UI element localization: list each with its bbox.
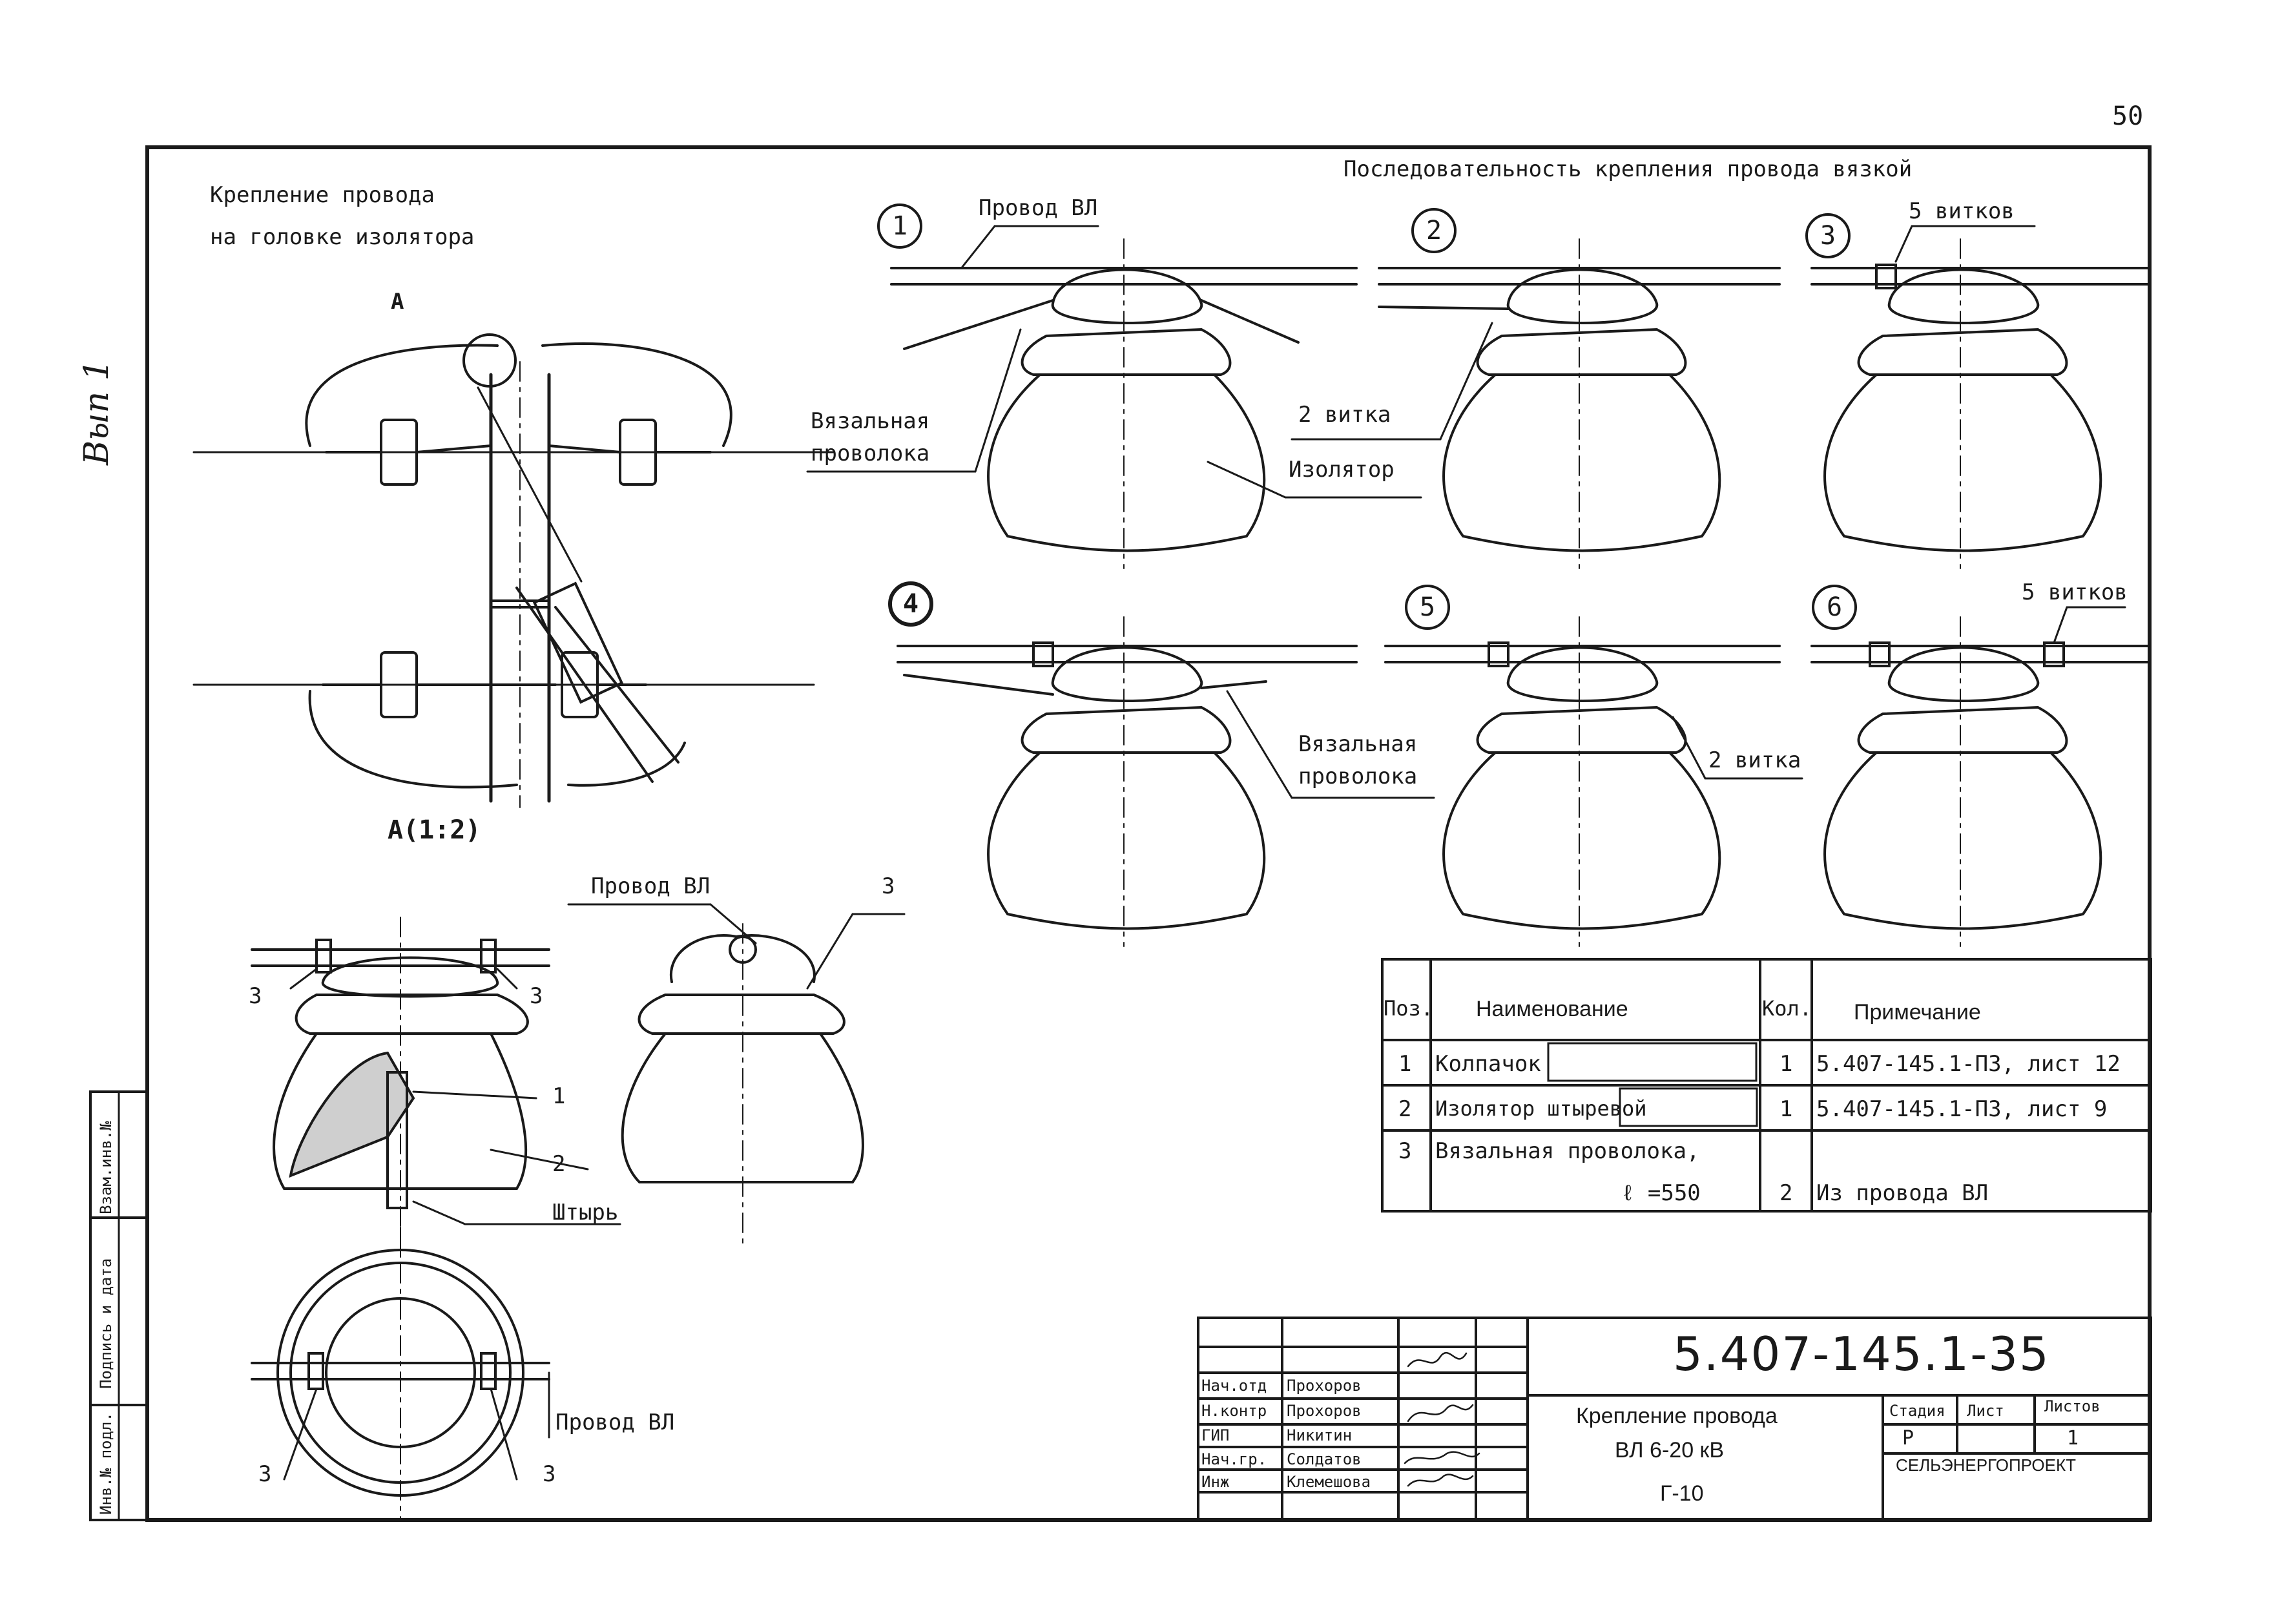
callout-pin: Штырь <box>552 1200 619 1225</box>
callout-binding-wire-1a: Вязальная <box>811 408 930 434</box>
name-4: Солдатов <box>1287 1450 1362 1468</box>
doc-code: 5.407-145.1-35 <box>1673 1327 2050 1381</box>
sheet-header: Лист <box>1967 1402 2004 1420</box>
spec-row3-pos: 3 <box>1398 1138 1412 1164</box>
callout-binding-wire-4a: Вязальная <box>1298 731 1418 757</box>
callout-pos3-side: 3 <box>882 873 895 899</box>
callout-pos1: 1 <box>552 1083 566 1109</box>
step-badge-4: 4 <box>888 581 933 627</box>
callout-wire-step1: Провод ВЛ <box>979 195 1098 221</box>
side-field-signature: Подпись и дата <box>97 1258 115 1389</box>
callout-wire-top: Провод ВЛ <box>555 1410 675 1435</box>
title-block-grid <box>1197 1317 2152 1521</box>
organization: СЕЛЬЭНЕРГОПРОЕКТ <box>1896 1455 2076 1475</box>
name-2: Прохоров <box>1287 1402 1362 1420</box>
callout-binding-wire-4b: проволока <box>1298 764 1418 789</box>
spec-header-qty: Кол. <box>1762 996 1812 1021</box>
stage-header: Стадия <box>1889 1402 1945 1420</box>
spec-row3-qty: 2 <box>1779 1180 1793 1206</box>
step-badge-2: 2 <box>1411 208 1457 253</box>
spec-row3-name-length: ℓ =550 <box>1621 1180 1701 1206</box>
doc-title-line2: ВЛ 6-20 кВ <box>1615 1438 1725 1463</box>
pole-overview-figure <box>192 333 835 808</box>
role-4: Нач.гр. <box>1201 1450 1267 1468</box>
callout-pos3-detail-left: 3 <box>249 983 262 1009</box>
callout-turns-5-step3: 5 витков <box>1909 198 2015 224</box>
side-field-replace: Взам.инв.№ <box>97 1121 115 1215</box>
sheet-frame <box>145 145 2152 1522</box>
spec-header-name: Наименование <box>1476 997 1628 1021</box>
sheets-value: 1 <box>2067 1427 2079 1450</box>
step-badge-3: 3 <box>1805 213 1851 258</box>
callout-binding-wire-1b: проволока <box>811 441 930 466</box>
spec-row1-pos: 1 <box>1398 1051 1412 1077</box>
spec-row3-name: Вязальная проволока, <box>1435 1138 1700 1164</box>
role-2: Н.контр <box>1201 1402 1267 1420</box>
name-1: Прохоров <box>1287 1377 1362 1395</box>
leader-lines <box>806 225 2126 799</box>
left-title-line1: Крепление провода <box>210 182 435 208</box>
spec-row1-note: 5.407-145.1-ПЗ, лист 12 <box>1816 1051 2121 1077</box>
step-badge-1: 1 <box>877 203 922 249</box>
callout-turns-2-step2: 2 витка <box>1298 402 1391 428</box>
spec-row3-note: Из провода ВЛ <box>1816 1180 1989 1206</box>
callout-turns-5-step6: 5 витков <box>2022 579 2128 605</box>
role-1: Нач.отд <box>1201 1377 1267 1395</box>
sequence-title: Последовательность крепления провода вяз… <box>1343 156 1913 182</box>
callout-pos3-top-left: 3 <box>258 1461 272 1487</box>
view-label-a: А <box>391 289 404 315</box>
name-3: Никитин <box>1287 1426 1353 1444</box>
callout-turns-2-step5: 2 витка <box>1708 747 1801 773</box>
doc-drawing-code: Г-10 <box>1660 1481 1704 1506</box>
side-field-inv: Инв.№ подл. <box>97 1412 115 1515</box>
step-insulators <box>890 238 2149 947</box>
callout-wire-detail: Провод ВЛ <box>591 873 711 899</box>
callout-insulator: Изолятор <box>1289 457 1395 483</box>
spec-table-grid <box>1381 958 2152 1213</box>
name-5: Клемешова <box>1287 1473 1371 1491</box>
role-5: Инж <box>1201 1473 1230 1491</box>
detail-a-figure <box>251 917 621 1254</box>
role-3: ГИП <box>1201 1426 1230 1444</box>
spec-header-pos: Поз. <box>1384 996 1434 1021</box>
spec-row2-name: Изолятор штыревой <box>1435 1096 1647 1121</box>
spec-header-note: Примечание <box>1854 1000 1981 1025</box>
spec-row2-pos: 2 <box>1398 1096 1412 1122</box>
step-badge-6: 6 <box>1812 585 1857 630</box>
sheets-header: Листов <box>2044 1397 2100 1415</box>
detail-top-figure <box>251 1227 550 1519</box>
spec-row1-qty: 1 <box>1779 1051 1793 1077</box>
step-badge-5: 5 <box>1405 585 1450 630</box>
callout-pos2: 2 <box>552 1151 566 1177</box>
side-note: Вып 1 <box>78 359 116 465</box>
detail-side-figure <box>567 903 906 1247</box>
page-number: 50 <box>2112 101 2144 131</box>
spec-row1-name: Колпачок <box>1435 1051 1541 1077</box>
view-scale-label: А(1:2) <box>388 815 481 845</box>
signature-marks <box>1404 1351 1480 1487</box>
doc-title-line1: Крепление провода <box>1576 1404 1778 1428</box>
spec-row2-qty: 1 <box>1779 1096 1793 1122</box>
stage-value: Р <box>1902 1427 1914 1450</box>
left-title-line2: на головке изолятора <box>210 224 475 250</box>
callout-pos3-top-right: 3 <box>543 1461 556 1487</box>
spec-row2-note: 5.407-145.1-ПЗ, лист 9 <box>1816 1096 2108 1122</box>
callout-pos3-detail-right: 3 <box>530 983 543 1009</box>
